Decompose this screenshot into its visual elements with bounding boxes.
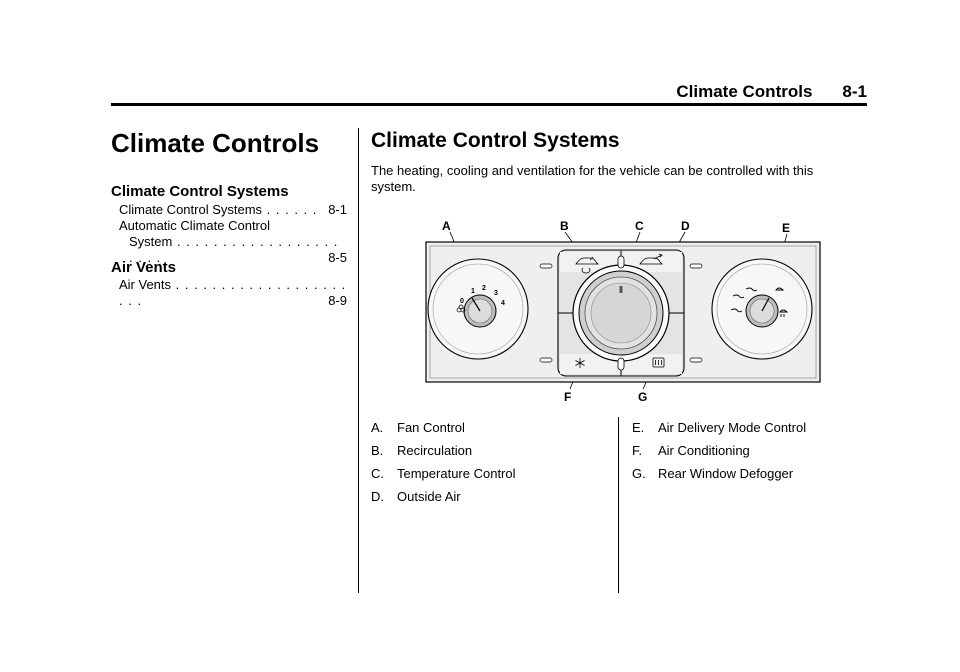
legend-item: D. Outside Air — [371, 489, 461, 505]
fan-label-2: 2 — [482, 285, 486, 292]
legend-text: Air Conditioning — [658, 443, 750, 458]
bi-level-mode-icon — [745, 287, 758, 292]
fan-control-knob[interactable]: 0 1 2 3 4 — [427, 258, 529, 360]
intro-paragraph: The heating, cooling and ventilation for… — [371, 163, 814, 194]
toc-entry-leader: . . . . . . — [262, 202, 318, 217]
vent-mode-icon — [732, 294, 745, 299]
toc-entry-text: Automatic Climate Control — [119, 218, 270, 233]
callout-d: D — [681, 219, 690, 233]
legend-text: Fan Control — [397, 420, 465, 435]
legend-key: C. — [371, 466, 384, 481]
fan-label-1: 1 — [471, 288, 475, 295]
running-header: Climate Controls 8-1 — [111, 80, 867, 104]
legend-key: F. — [632, 443, 643, 458]
air-delivery-mode-knob[interactable] — [711, 258, 813, 360]
toc-section-air-vents: Air Vents — [111, 259, 177, 276]
legend-item: F. Air Conditioning — [632, 443, 750, 459]
section-title: Climate Control Systems — [371, 129, 620, 152]
legend-key: D. — [371, 489, 384, 504]
legend-divider — [618, 417, 619, 593]
outside-air-button[interactable] — [623, 252, 682, 272]
callout-f: F — [564, 390, 571, 404]
toc-entry-page: 8-5 — [328, 250, 347, 265]
legend-item: B. Recirculation — [371, 443, 472, 459]
legend-text: Recirculation — [397, 443, 473, 458]
toc-entry[interactable]: Air Vents . . . . . . . . . . . . . . . … — [119, 277, 347, 309]
legend-item: G. Rear Window Defogger — [632, 466, 793, 482]
rear-window-defogger-button[interactable] — [623, 354, 682, 374]
legend-key: E. — [632, 420, 645, 435]
toc-entry-leader: . . . . . . . . . . . . . . . . . . . . … — [129, 234, 339, 265]
header-rule — [111, 103, 867, 106]
header-page-number: 8-1 — [842, 82, 867, 101]
fan-icon — [456, 304, 466, 313]
toc-entry[interactable]: System . . . . . . . . . . . . . . . . .… — [129, 234, 347, 266]
fan-label-3: 3 — [494, 290, 498, 297]
header-title: Climate Controls — [676, 82, 813, 101]
legend-item: A. Fan Control — [371, 420, 465, 436]
legend-text: Rear Window Defogger — [658, 466, 794, 481]
defrost-mode-icon — [779, 309, 789, 317]
toc-entry-page: 8-9 — [328, 293, 347, 308]
callout-g: G — [638, 390, 647, 404]
temperature-control-knob[interactable] — [572, 264, 670, 362]
legend-text: Outside Air — [397, 489, 461, 504]
column-divider — [358, 128, 359, 593]
floor-mode-icon — [730, 308, 743, 313]
legend-text: Air Delivery Mode Control — [658, 420, 807, 435]
snowflake-icon — [575, 358, 585, 368]
callout-e: E — [782, 221, 790, 235]
air-conditioning-button[interactable] — [560, 354, 619, 374]
climate-control-panel-figure: A B C D E F G 0 1 2 3 4 — [425, 219, 821, 404]
legend-key: G. — [632, 466, 646, 481]
legend-key: A. — [371, 420, 384, 435]
indicator-slots — [539, 263, 703, 363]
toc-entry-text: Air Vents — [119, 277, 172, 292]
callout-a: A — [442, 219, 451, 233]
toc-section-climate-control-systems: Climate Control Systems — [111, 183, 289, 200]
toc-entry-page: 8-1 — [328, 202, 347, 217]
legend-item: E. Air Delivery Mode Control — [632, 420, 806, 436]
toc-title: Climate Controls — [111, 128, 320, 158]
fan-label-0: 0 — [460, 298, 464, 305]
toc-entry[interactable]: Automatic Climate Control — [119, 218, 347, 234]
legend-item: C. Temperature Control — [371, 466, 516, 482]
legend-key: B. — [371, 443, 384, 458]
legend-text: Temperature Control — [397, 466, 516, 481]
defog-mode-icon — [775, 287, 785, 291]
temperature-indicators — [617, 255, 625, 371]
fan-label-4: 4 — [501, 300, 505, 307]
callout-c: C — [635, 219, 644, 233]
toc-entry[interactable]: Climate Control Systems . . . . . . 8-1 — [119, 202, 347, 218]
recirculation-button[interactable] — [560, 252, 619, 274]
toc-entry-text: Climate Control Systems — [119, 202, 263, 217]
callout-b: B — [560, 219, 569, 233]
outside-air-icon — [639, 253, 663, 265]
rear-defrost-icon — [652, 357, 665, 368]
toc-entry-leader: . . . . . . . . . . . . . . . . . . . . … — [119, 277, 347, 308]
toc-entry-text: System — [129, 234, 173, 249]
recirculation-icon — [575, 256, 599, 274]
